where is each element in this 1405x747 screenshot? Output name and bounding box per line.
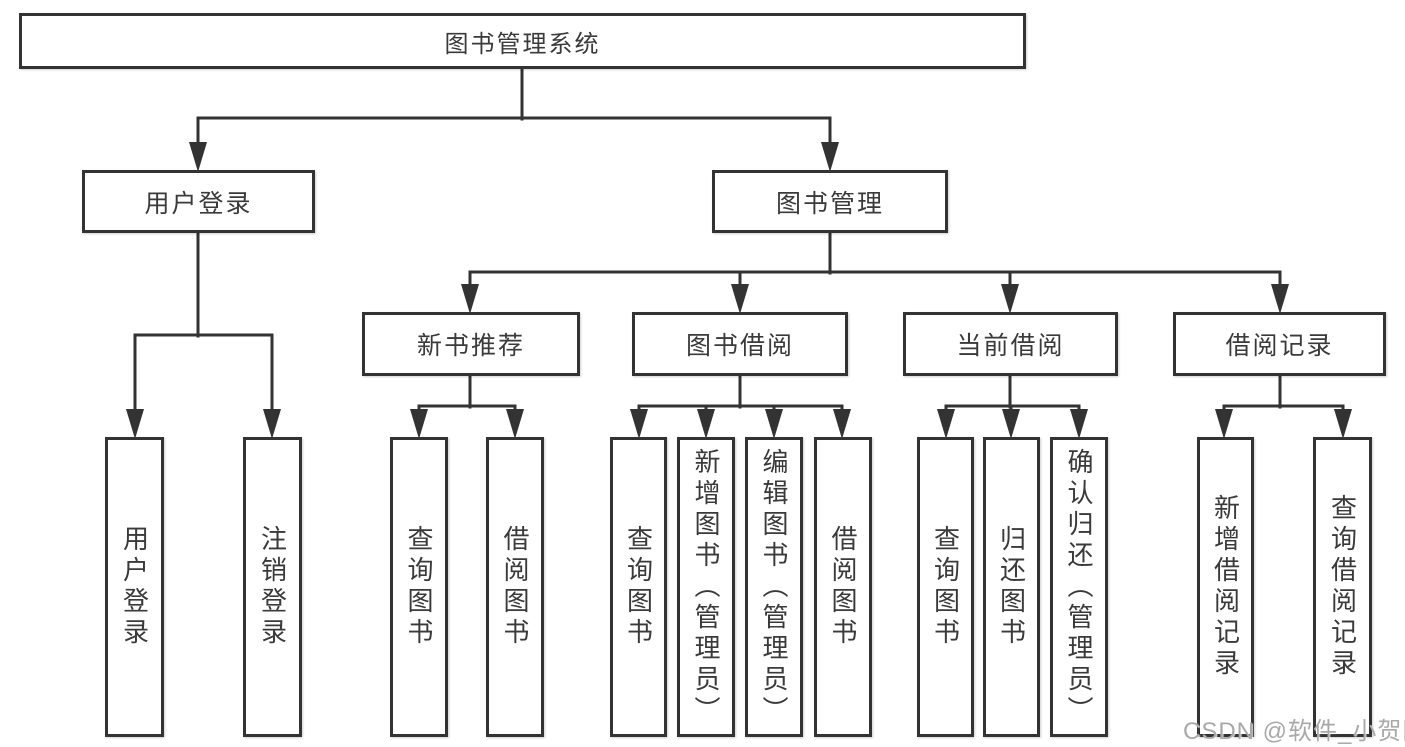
node-leaf-add-borrow-record: 新增借阅记录 bbox=[1197, 437, 1254, 737]
node-label: 注销登录 bbox=[257, 525, 288, 649]
watermark: CSDN @软件_小贺同学 bbox=[1183, 718, 1405, 745]
node-label: 查询图书 bbox=[930, 525, 961, 649]
node-leaf-add-books-admin: 新增图书（管理员） bbox=[677, 437, 735, 737]
node-label: 确认归还（管理员） bbox=[1064, 447, 1094, 727]
node-category-current-borrow: 当前借阅 bbox=[903, 312, 1118, 376]
node-label: 借阅图书 bbox=[500, 525, 530, 649]
node-label: 查询图书 bbox=[623, 525, 654, 649]
node-label: 图书管理系统 bbox=[444, 30, 601, 58]
node-label: 查询借阅记录 bbox=[1327, 494, 1358, 680]
node-leaf-query-books-3: 查询图书 bbox=[917, 437, 974, 737]
node-leaf-borrow-books-1: 借阅图书 bbox=[486, 437, 544, 737]
node-leaf-query-books-1: 查询图书 bbox=[390, 437, 448, 737]
node-label: 归还图书 bbox=[996, 525, 1027, 649]
node-label: 借阅图书 bbox=[828, 525, 858, 649]
node-label: 新增借阅记录 bbox=[1210, 494, 1241, 680]
node-category-borrow-records: 借阅记录 bbox=[1173, 312, 1386, 376]
node-label: 查询图书 bbox=[404, 525, 434, 649]
node-label: 新书推荐 bbox=[416, 332, 525, 360]
node-root-system: 图书管理系统 bbox=[19, 13, 1026, 69]
node-leaf-borrow-books-2: 借阅图书 bbox=[814, 437, 872, 737]
node-leaf-confirm-return-admin: 确认归还（管理员） bbox=[1050, 437, 1108, 737]
node-label: 新增图书（管理员） bbox=[691, 447, 721, 727]
node-leaf-return-books: 归还图书 bbox=[983, 437, 1040, 737]
node-leaf-query-borrow-record: 查询借阅记录 bbox=[1313, 437, 1372, 737]
node-user-login: 用户登录 bbox=[82, 170, 315, 233]
node-leaf-query-books-2: 查询图书 bbox=[610, 437, 667, 737]
node-label: 借阅记录 bbox=[1225, 332, 1334, 360]
node-label: 用户登录 bbox=[144, 189, 253, 218]
node-leaf-logout: 注销登录 bbox=[243, 437, 302, 737]
node-label: 当前借阅 bbox=[956, 332, 1065, 360]
node-leaf-user-login: 用户登录 bbox=[105, 437, 164, 737]
node-book-management: 图书管理 bbox=[712, 170, 948, 233]
node-label: 图书借阅 bbox=[685, 332, 794, 360]
node-label: 用户登录 bbox=[119, 525, 150, 649]
node-leaf-edit-books-admin: 编辑图书（管理员） bbox=[745, 437, 803, 737]
node-category-book-borrow: 图书借阅 bbox=[632, 312, 848, 376]
node-category-new-book-recommend: 新书推荐 bbox=[362, 312, 580, 376]
node-label: 编辑图书（管理员） bbox=[759, 447, 789, 727]
node-label: 图书管理 bbox=[775, 189, 884, 218]
